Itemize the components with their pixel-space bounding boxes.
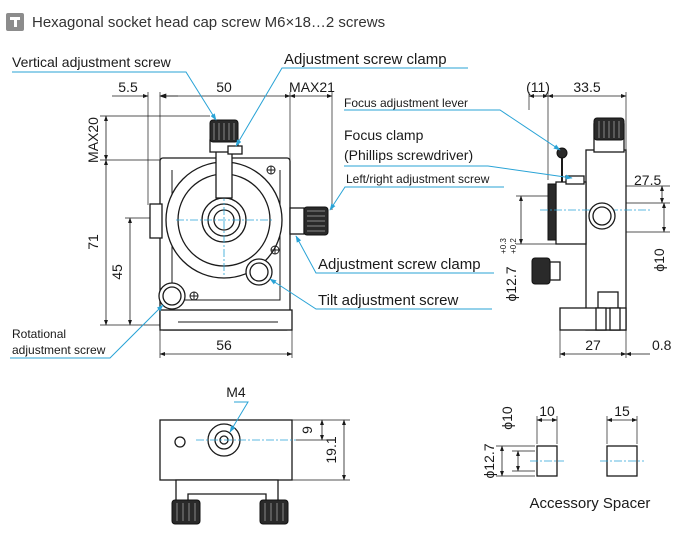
top-small-hole bbox=[174, 436, 186, 448]
dim-center-height: 45 bbox=[109, 264, 125, 280]
dim-center-offset: 27.5 bbox=[634, 172, 661, 188]
dim-max-right: MAX21 bbox=[289, 79, 335, 95]
focus-stage bbox=[555, 181, 587, 245]
top-knob-left bbox=[171, 499, 201, 525]
dim-offset-left: 5.5 bbox=[118, 79, 138, 95]
label-focus-clamp: Focus clamp bbox=[344, 127, 424, 143]
focus-lever-knob bbox=[556, 147, 568, 159]
dim-tolerance-upper: +0.3 bbox=[499, 238, 508, 254]
side-view: (11) 33.5 27.5 ϕ10 ϕ12.7 +0.3 +0.2 27 0.… bbox=[344, 79, 672, 358]
label-rotational-line2: adjustment screw bbox=[12, 343, 106, 357]
label-adjustment-screw-clamp-top: Adjustment screw clamp bbox=[284, 51, 447, 68]
label-m4: M4 bbox=[226, 384, 246, 400]
label-tilt-adjustment-screw: Tilt adjustment screw bbox=[318, 292, 458, 309]
dim-base-depth: 27 bbox=[585, 337, 601, 353]
dim-base-step: 0.8 bbox=[652, 337, 672, 353]
label-focus-adjustment-lever: Focus adjustment lever bbox=[344, 96, 468, 110]
label-left-right-adjustment-screw: Left/right adjustment screw bbox=[346, 172, 490, 186]
optic-holder bbox=[547, 183, 557, 241]
dim-height-total: 71 bbox=[85, 234, 101, 250]
accessory-spacers: 10 15 ϕ12.7 ϕ10 Accessory Spacer bbox=[481, 403, 650, 512]
label-adjustment-screw-clamp-right: Adjustment screw clamp bbox=[318, 256, 481, 273]
dim-tolerance-lower: +0.2 bbox=[509, 238, 518, 254]
dim-top-depth: 19.1 bbox=[323, 436, 339, 463]
top-view: 9 19.1 M4 bbox=[159, 384, 350, 525]
dim-holder-diameter: ϕ12.7 bbox=[503, 266, 519, 301]
dim-base-width: 56 bbox=[216, 337, 232, 353]
front-view: 5.5 50 MAX21 MAX20 71 45 56 bbox=[10, 51, 504, 359]
focus-clamp bbox=[565, 175, 585, 185]
header-title: Hexagonal socket head cap screw M6×18…2 … bbox=[32, 13, 386, 31]
spacer-caption: Accessory Spacer bbox=[530, 495, 651, 512]
label-phillips: (Phillips screwdriver) bbox=[344, 147, 473, 163]
dim-hole-offset: 9 bbox=[299, 426, 315, 434]
top-knob-right bbox=[259, 499, 289, 525]
dim-paren-11: (11) bbox=[526, 79, 550, 95]
label-rotational-line1: Rotational bbox=[12, 327, 66, 341]
side-bottom-knob bbox=[531, 257, 551, 285]
dim-spacer-outer: ϕ12.7 bbox=[481, 443, 497, 478]
dim-spacer-long: 15 bbox=[614, 403, 630, 419]
dim-width-top: 50 bbox=[216, 79, 232, 95]
front-base bbox=[159, 309, 293, 331]
header: Hexagonal socket head cap screw M6×18…2 … bbox=[6, 10, 385, 34]
left-bracket bbox=[149, 203, 163, 239]
dim-max-top: MAX20 bbox=[85, 117, 101, 163]
label-vertical-adjustment-screw: Vertical adjustment screw bbox=[12, 54, 172, 70]
dim-bore-diameter: ϕ10 bbox=[651, 248, 667, 272]
dim-depth-top: 33.5 bbox=[573, 79, 600, 95]
dim-spacer-short: 10 bbox=[539, 403, 555, 419]
screw-type-icon bbox=[6, 13, 24, 31]
dim-spacer-inner: ϕ10 bbox=[499, 406, 515, 430]
